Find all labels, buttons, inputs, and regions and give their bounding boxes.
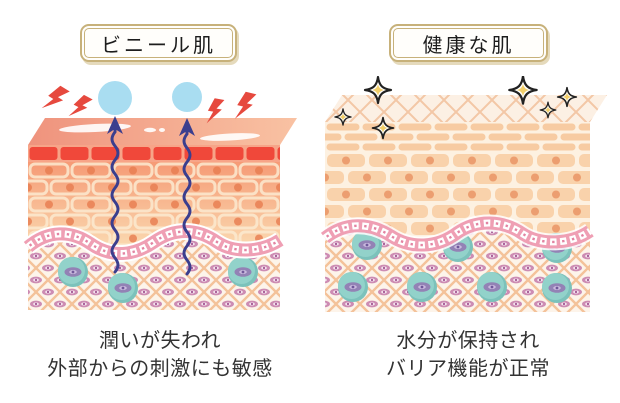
- moisture-cell: [108, 273, 138, 303]
- healthy-skin-caption: 水分が保持され バリア機能が正常: [313, 327, 620, 383]
- skin-surface-top: [325, 95, 607, 122]
- damaged-skin-label: ビニール肌: [84, 28, 233, 58]
- moisture-cell: [228, 257, 258, 287]
- damaged-corneum-row: [28, 145, 280, 162]
- caption-line: 潤いが失われ: [99, 330, 221, 352]
- moisture-cell: [338, 272, 368, 302]
- healthy-skin-diagram: [319, 76, 607, 312]
- moisture-cell: [477, 272, 507, 302]
- damaged-skin-caption: 潤いが失われ 外部からの刺激にも敏感: [5, 327, 315, 383]
- moisture-cell: [407, 272, 437, 302]
- healthy-corneum-rows: [325, 122, 590, 152]
- moisture-loss-arrow-icon: [110, 126, 192, 276]
- escaping-moisture-drop-icon: [98, 81, 202, 115]
- basal-membrane: [319, 214, 595, 254]
- moisture-cell: [58, 257, 88, 287]
- caption-line: 水分が保持され: [396, 330, 540, 352]
- skin-surface-top: [28, 118, 297, 145]
- moisture-loss-arrowheads: [107, 116, 195, 136]
- damaged-skin-label-box: ビニール肌: [80, 24, 237, 62]
- damaged-skin-diagram: [22, 81, 297, 310]
- caption-line: バリア機能が正常: [386, 358, 550, 380]
- skin-cross-section-illustration: [22, 76, 607, 312]
- healthy-skin-label-box: 健康な肌: [389, 24, 548, 62]
- basal-membrane: [22, 223, 285, 263]
- moisture-cell: [542, 273, 572, 303]
- caption-line: 外部からの刺激にも敏感: [47, 358, 273, 380]
- healthy-skin-label: 健康な肌: [393, 28, 544, 58]
